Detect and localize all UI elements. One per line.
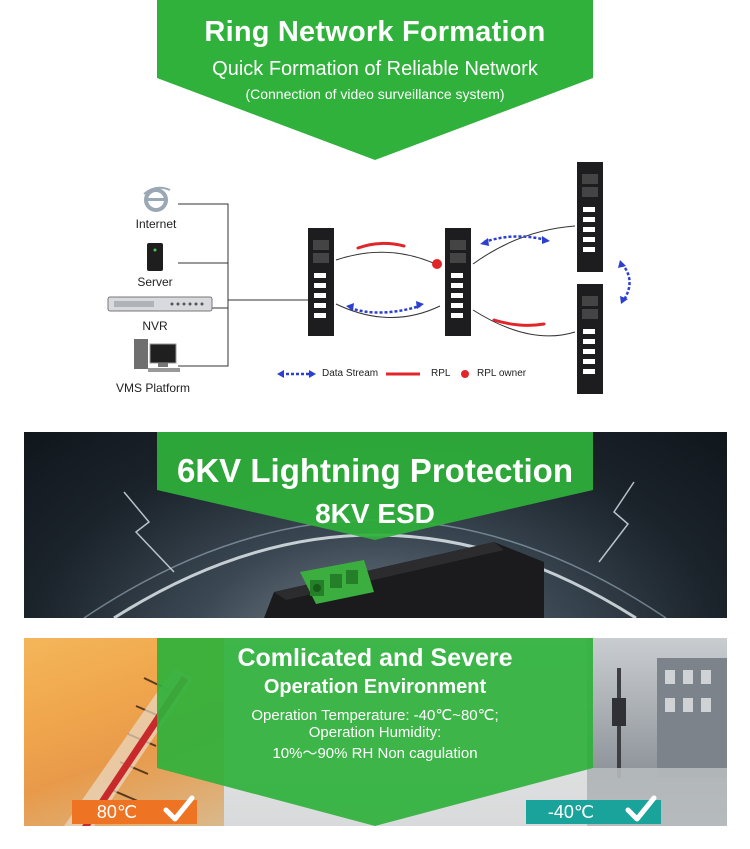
vms-platform-icon (134, 339, 180, 372)
cold-street-image (587, 638, 727, 826)
environment-banner-shape (157, 638, 593, 826)
device-label-server: Server (137, 275, 173, 289)
ring-note: (Connection of video surveillance system… (245, 86, 505, 102)
lightning-subtitle: 8KV ESD (315, 498, 435, 529)
legend-rpl: RPL (431, 368, 451, 379)
ring-diagram-svg (107, 162, 631, 394)
hot-badge: 80℃ (72, 795, 197, 824)
data-stream-arrows (349, 235, 631, 314)
lightning-graphic (83, 481, 667, 618)
legend-rpl-owner: RPL owner (477, 368, 527, 379)
ring-diagram: Internet Server NVR VMS Platform Data St… (0, 160, 750, 420)
environment-humidity-value: 10%～90% RH Non cagulation (272, 745, 478, 762)
server-icon (147, 243, 163, 271)
ring-title: Ring Network Formation (204, 16, 546, 48)
internet-icon (143, 186, 171, 212)
environment-subtitle: Operation Environment (263, 676, 487, 698)
rpl-segments (356, 241, 546, 327)
switch-1-icon (308, 228, 334, 336)
terminal-block-icon (300, 560, 374, 604)
environment-title: Comlicated and Severe (237, 644, 513, 672)
legend-data-stream-icon (277, 370, 316, 378)
lightning-banner: 6KV Lightning Protection 8KV ESD (157, 432, 593, 540)
ring-banner-shape (157, 0, 593, 160)
device-label-internet: Internet (135, 217, 177, 231)
nvr-icon (107, 296, 213, 312)
hot-badge-label: 80℃ (96, 802, 138, 822)
environment-humidity-label: Operation Humidity: (308, 724, 442, 741)
legend-rpl-owner-icon (461, 370, 469, 378)
device-label-nvr: NVR (142, 319, 168, 333)
lightning-banner-shape (157, 432, 593, 540)
environment-temperature: Operation Temperature: -40℃~80℃; (251, 707, 499, 724)
check-icon (163, 795, 195, 822)
legend-data-stream: Data Stream (322, 368, 379, 379)
cold-badge-label: -40℃ (547, 802, 595, 822)
switch-2-icon (445, 228, 471, 336)
ring-banner: Ring Network Formation Quick Formation o… (157, 0, 593, 160)
switch-4-icon (577, 284, 603, 394)
device-label-vms: VMS Platform (115, 381, 190, 395)
ring-subtitle: Quick Formation of Reliable Network (212, 58, 538, 80)
rpl-owner-dot (432, 259, 442, 269)
switch-3-icon (577, 162, 603, 272)
lightning-title: 6KV Lightning Protection (177, 452, 573, 489)
check-icon (625, 795, 657, 822)
environment-panel (24, 638, 727, 826)
cold-badge: -40℃ (526, 795, 661, 824)
